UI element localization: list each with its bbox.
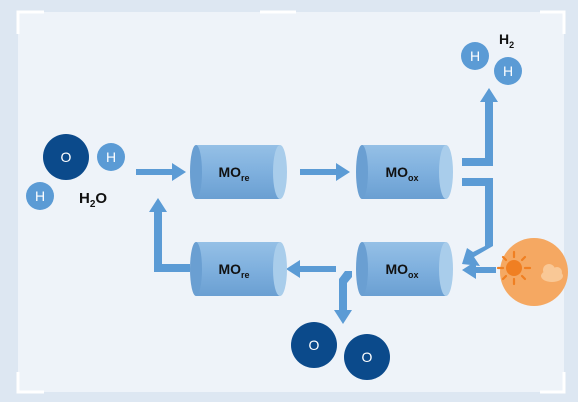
cylinder-4: MOox (356, 242, 453, 296)
hydrogen-atom (97, 143, 125, 171)
oxygen-atom (291, 322, 337, 368)
hydrogen-atom (26, 182, 54, 210)
oxygen-atom-label: O (309, 337, 320, 353)
hydrogen-atom (494, 57, 522, 85)
hydrogen-atom-label: H (470, 48, 480, 64)
hydrogen-atom-label: H (106, 149, 116, 165)
cylinder-2: MOox (356, 145, 453, 199)
flow-arrows (136, 88, 498, 324)
cloud-icon (541, 264, 563, 282)
oxygen-atom-label: O (61, 149, 72, 165)
hydrogen-molecule: H H H2 (461, 31, 522, 85)
svg-text:MOre: MOre (218, 261, 249, 280)
arrow-oxidizer-to-reducer (286, 260, 336, 278)
arrow-oxygen-release (334, 271, 352, 324)
cylinder-3-sub: re (241, 270, 250, 280)
hydrogen-formula-label: H2 (499, 31, 514, 50)
cylinder-1-sub: re (241, 173, 250, 183)
cylinder-3-label: MO (218, 261, 241, 277)
oxygen-molecule: O O (291, 322, 390, 380)
cylinder-2-label: MO (385, 164, 408, 180)
svg-text:MOox: MOox (385, 164, 418, 183)
frame-corners (16, 10, 566, 394)
cylinder-1-label: MO (218, 164, 241, 180)
sun-icon (496, 238, 568, 306)
arrow-reducer-to-oxidizer (300, 163, 350, 181)
arrow-heat-input (462, 261, 496, 279)
hydrogen-atom-label: H (35, 188, 45, 204)
cylinder-3: MOre (190, 242, 287, 296)
oxygen-atom (43, 134, 89, 180)
svg-text:MOre: MOre (218, 164, 249, 183)
svg-text:MOox: MOox (385, 261, 418, 280)
cylinder-4-label: MO (385, 261, 408, 277)
water-molecule: O H H H2O (26, 134, 125, 210)
oxygen-atom-label: O (362, 349, 373, 365)
oxygen-atom (344, 334, 390, 380)
hydrogen-atom-label: H (503, 63, 513, 79)
arrow-water-to-reducer (136, 163, 186, 181)
cylinder-1: MOre (190, 145, 287, 199)
hydrogen-atom (461, 42, 489, 70)
arrow-oxidizer-down (462, 178, 493, 266)
arrow-return-loop (149, 198, 190, 272)
diagram-panel (18, 12, 564, 392)
cylinder-2-sub: ox (408, 173, 419, 183)
water-formula-label: H2O (79, 190, 107, 210)
arrow-hydrogen-output (462, 88, 498, 166)
cylinder-4-sub: ox (408, 270, 419, 280)
